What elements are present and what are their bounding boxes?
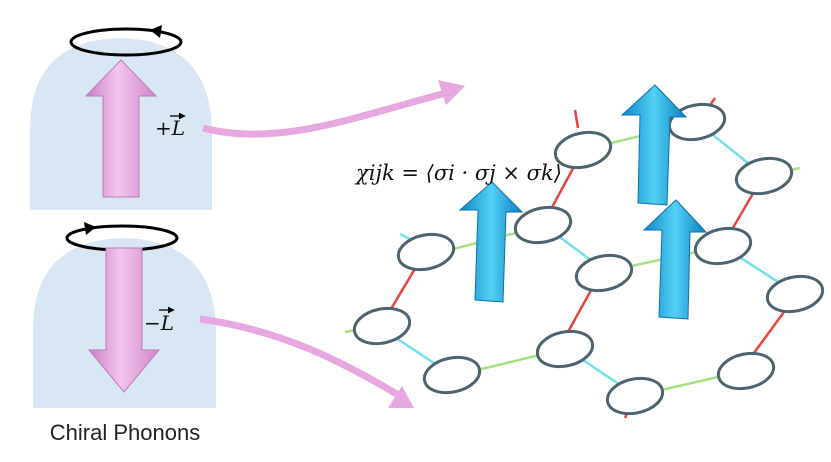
spin-arrow-right [642, 199, 708, 320]
lattice-site [765, 274, 825, 314]
lattice-site [352, 306, 412, 346]
lattice-site [734, 156, 794, 196]
lattice-site [553, 130, 613, 170]
lattice-site [396, 232, 456, 272]
lattice-site [574, 253, 634, 293]
lattice-site [605, 376, 665, 416]
rotation-ring-upper [69, 27, 183, 57]
bond-red [573, 109, 580, 129]
rotation-arrowhead-lower [84, 222, 96, 235]
lattice-site [693, 226, 753, 266]
spin-arrows [458, 84, 708, 320]
transfer-arrow-upper [202, 88, 451, 138]
transfer-arrow-upper-head [438, 80, 465, 105]
lattice-site [422, 355, 482, 395]
phonon-plus-group: +L [30, 25, 212, 210]
transfer-arrow-lower [199, 315, 402, 400]
lattice-site [513, 205, 573, 245]
lattice-site [716, 351, 776, 391]
chirality-formula: χijk = ⟨σi · σj × σk⟩ [354, 161, 562, 185]
phonon-minus-group: −L [33, 222, 216, 408]
angular-momentum-minus-label: −L [144, 311, 174, 335]
formula-text: χijk = ⟨σi · σj × σk⟩ [354, 161, 562, 185]
lattice-site [535, 329, 595, 369]
caption-chiral-phonons: Chiral Phonons [49, 420, 201, 445]
rotation-arrowhead-upper [150, 25, 162, 38]
spin-arrow-left [458, 181, 524, 303]
transfer-arrow-lower-head [388, 386, 414, 408]
lattice-sites [352, 102, 825, 416]
spin-arrow-top [620, 84, 688, 206]
phonon-arrow-down [87, 247, 161, 393]
phonon-arrow-up [84, 59, 158, 198]
angular-momentum-plus-label: +L [155, 116, 185, 140]
